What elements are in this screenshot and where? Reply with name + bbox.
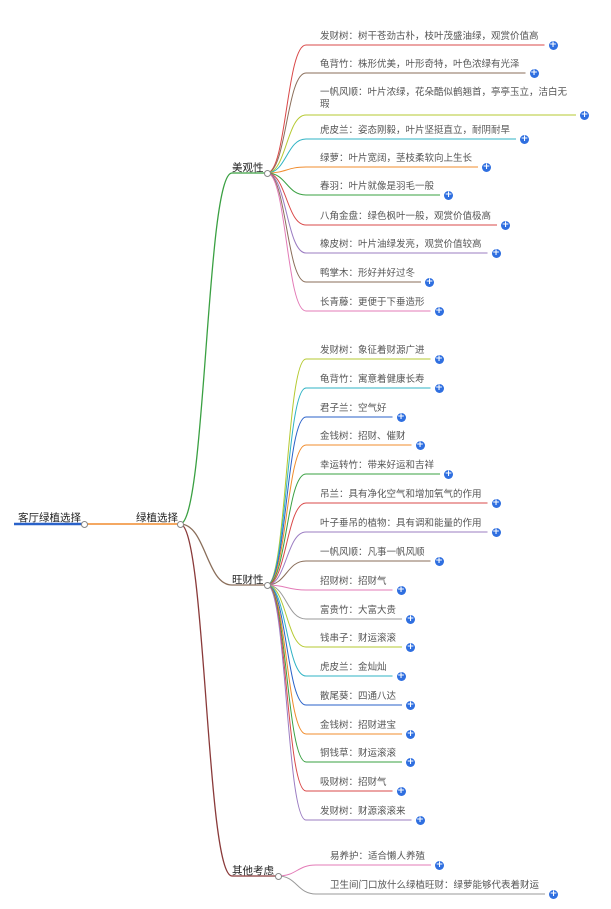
leaf-link bbox=[266, 531, 488, 586]
leaf-link bbox=[277, 864, 432, 877]
branch-joint-1[interactable] bbox=[263, 581, 271, 589]
expand-plus-icon[interactable]: + bbox=[415, 814, 425, 825]
leaf-node-label[interactable]: 龟背竹：株形优美，叶形奇特，叶色浓绿有光泽 bbox=[320, 59, 520, 70]
expand-plus-icon[interactable]: + bbox=[396, 785, 406, 796]
expand-plus-icon[interactable]: + bbox=[434, 382, 444, 393]
expand-plus-icon[interactable]: + bbox=[434, 555, 444, 566]
leaf-link bbox=[266, 72, 526, 174]
level1-to-branch-link-1 bbox=[179, 523, 233, 586]
leaf-link bbox=[266, 584, 403, 763]
level1-to-branch-link-0 bbox=[179, 172, 233, 525]
leaf-link bbox=[266, 387, 431, 586]
leaf-link bbox=[266, 358, 431, 586]
leaf-link bbox=[266, 166, 479, 174]
leaf-node-label[interactable]: 钱串子：财运滚滚 bbox=[320, 633, 397, 644]
branch-joint-2[interactable] bbox=[274, 872, 282, 880]
leaf-node-label[interactable]: 虎皮兰：姿态刚毅，叶片坚挺直立，耐阴耐旱 bbox=[320, 125, 511, 136]
expand-plus-icon[interactable]: + bbox=[406, 728, 416, 739]
expand-plus-icon[interactable]: + bbox=[520, 133, 530, 144]
leaf-link bbox=[266, 416, 393, 586]
expand-plus-icon[interactable]: + bbox=[406, 613, 416, 624]
leaf-link bbox=[266, 473, 441, 586]
expand-plus-icon[interactable]: + bbox=[491, 497, 501, 508]
leaf-node-label[interactable]: 散尾葵：四通八达 bbox=[320, 691, 397, 702]
leaf-link bbox=[266, 138, 517, 174]
leaf-node-label[interactable]: 虎皮兰：金灿灿 bbox=[320, 662, 387, 673]
expand-plus-icon[interactable]: + bbox=[425, 276, 435, 287]
level1-node-label[interactable]: 绿植选择 bbox=[136, 512, 178, 524]
expand-plus-icon[interactable]: + bbox=[501, 219, 511, 230]
leaf-node-label[interactable]: 长青藤：更便于下垂造形 bbox=[320, 297, 425, 308]
root-joint[interactable] bbox=[80, 520, 88, 528]
leaf-node-label[interactable]: 幸运转竹：带来好运和吉祥 bbox=[320, 460, 435, 471]
leaf-link bbox=[277, 875, 546, 895]
leaf-node-label[interactable]: 一帆风顺：叶片浓绿，花朵酷似鹤翘首，亭亭玉立，洁白无瑕 bbox=[320, 87, 568, 110]
expand-plus-icon[interactable]: + bbox=[434, 353, 444, 364]
leaf-node-label[interactable]: 易养护：适合懒人养殖 bbox=[330, 851, 426, 862]
leaf-node-label[interactable]: 鸭掌木：形好并好过冬 bbox=[320, 268, 416, 279]
leaf-node-label[interactable]: 卫生间门口放什么绿植旺财：绿萝能够代表着财运 bbox=[330, 880, 540, 891]
expand-plus-icon[interactable]: + bbox=[415, 439, 425, 450]
expand-plus-icon[interactable]: + bbox=[434, 305, 444, 316]
leaf-node-label[interactable]: 金钱树：招财进宝 bbox=[320, 720, 397, 731]
expand-plus-icon[interactable]: + bbox=[406, 699, 416, 710]
leaf-node-label[interactable]: 龟背竹：寓意着健康长寿 bbox=[320, 374, 425, 385]
leaf-link bbox=[266, 44, 545, 174]
leaf-link bbox=[266, 584, 403, 620]
leaf-link bbox=[266, 584, 403, 648]
branch-label-other[interactable]: 其他考虑 bbox=[232, 865, 274, 877]
expand-plus-icon[interactable]: + bbox=[406, 756, 416, 767]
leaf-node-label[interactable]: 君子兰：空气好 bbox=[320, 403, 387, 414]
level1-to-branch-link-2 bbox=[179, 523, 233, 877]
expand-plus-icon[interactable]: + bbox=[549, 888, 559, 899]
expand-plus-icon[interactable]: + bbox=[444, 468, 454, 479]
leaf-node-label[interactable]: 吊兰：具有净化空气和增加氧气的作用 bbox=[320, 489, 482, 500]
leaf-node-label[interactable]: 吸财树：招财气 bbox=[320, 777, 387, 788]
leaf-node-label[interactable]: 八角金盘：绿色枫叶一般，观赏价值极高 bbox=[320, 211, 492, 222]
leaf-link bbox=[266, 584, 393, 591]
leaf-link bbox=[266, 114, 576, 174]
expand-plus-icon[interactable]: + bbox=[406, 641, 416, 652]
leaf-link bbox=[266, 172, 441, 196]
expand-plus-icon[interactable]: + bbox=[529, 67, 539, 78]
expand-plus-icon[interactable]: + bbox=[396, 670, 406, 681]
expand-plus-icon[interactable]: + bbox=[491, 526, 501, 537]
leaf-node-label[interactable]: 铜钱草：财运滚滚 bbox=[320, 748, 397, 759]
leaf-node-label[interactable]: 发财树：树干苍劲古朴，枝叶茂盛油绿，观赏价值高 bbox=[320, 31, 539, 42]
expand-plus-icon[interactable]: + bbox=[396, 584, 406, 595]
leaf-link bbox=[266, 502, 488, 586]
expand-plus-icon[interactable]: + bbox=[482, 161, 492, 172]
leaf-link bbox=[266, 584, 412, 821]
leaf-link bbox=[266, 444, 412, 586]
expand-plus-icon[interactable]: + bbox=[491, 247, 501, 258]
expand-plus-icon[interactable]: + bbox=[444, 189, 454, 200]
level1-joint[interactable] bbox=[176, 520, 184, 528]
leaf-node-label[interactable]: 发财树：财源滚滚来 bbox=[320, 806, 406, 817]
root-node-label[interactable]: 客厅绿植选择 bbox=[18, 512, 81, 524]
branch-label-aesthetics[interactable]: 美观性 bbox=[232, 162, 264, 174]
leaf-node-label[interactable]: 富贵竹：大富大贵 bbox=[320, 605, 397, 616]
leaf-node-label[interactable]: 金钱树：招财、催财 bbox=[320, 431, 406, 442]
expand-plus-icon[interactable]: + bbox=[396, 411, 406, 422]
leaf-node-label[interactable]: 橡皮树：叶片油绿发亮，观赏价值较高 bbox=[320, 239, 482, 250]
expand-plus-icon[interactable]: + bbox=[435, 859, 445, 870]
expand-plus-icon[interactable]: + bbox=[548, 39, 558, 50]
leaf-node-label[interactable]: 叶子垂吊的植物：具有调和能量的作用 bbox=[320, 518, 482, 529]
leaf-node-label[interactable]: 发财树：象征着财源广进 bbox=[320, 345, 425, 356]
leaf-link bbox=[266, 172, 498, 226]
leaf-link bbox=[266, 172, 431, 312]
leaf-node-label[interactable]: 绿萝：叶片宽阔，茎枝柔软向上生长 bbox=[320, 153, 473, 164]
branch-label-fortune[interactable]: 旺财性 bbox=[232, 574, 264, 586]
expand-plus-icon[interactable]: + bbox=[580, 109, 589, 120]
branch-joint-0[interactable] bbox=[263, 169, 271, 177]
leaf-node-label[interactable]: 招财树：招财气 bbox=[320, 576, 387, 587]
leaf-node-label[interactable]: 一帆风顺：凡事一帆风顺 bbox=[320, 547, 425, 558]
leaf-node-label[interactable]: 春羽：叶片就像是羽毛一般 bbox=[320, 181, 435, 192]
leaf-link bbox=[266, 560, 431, 586]
